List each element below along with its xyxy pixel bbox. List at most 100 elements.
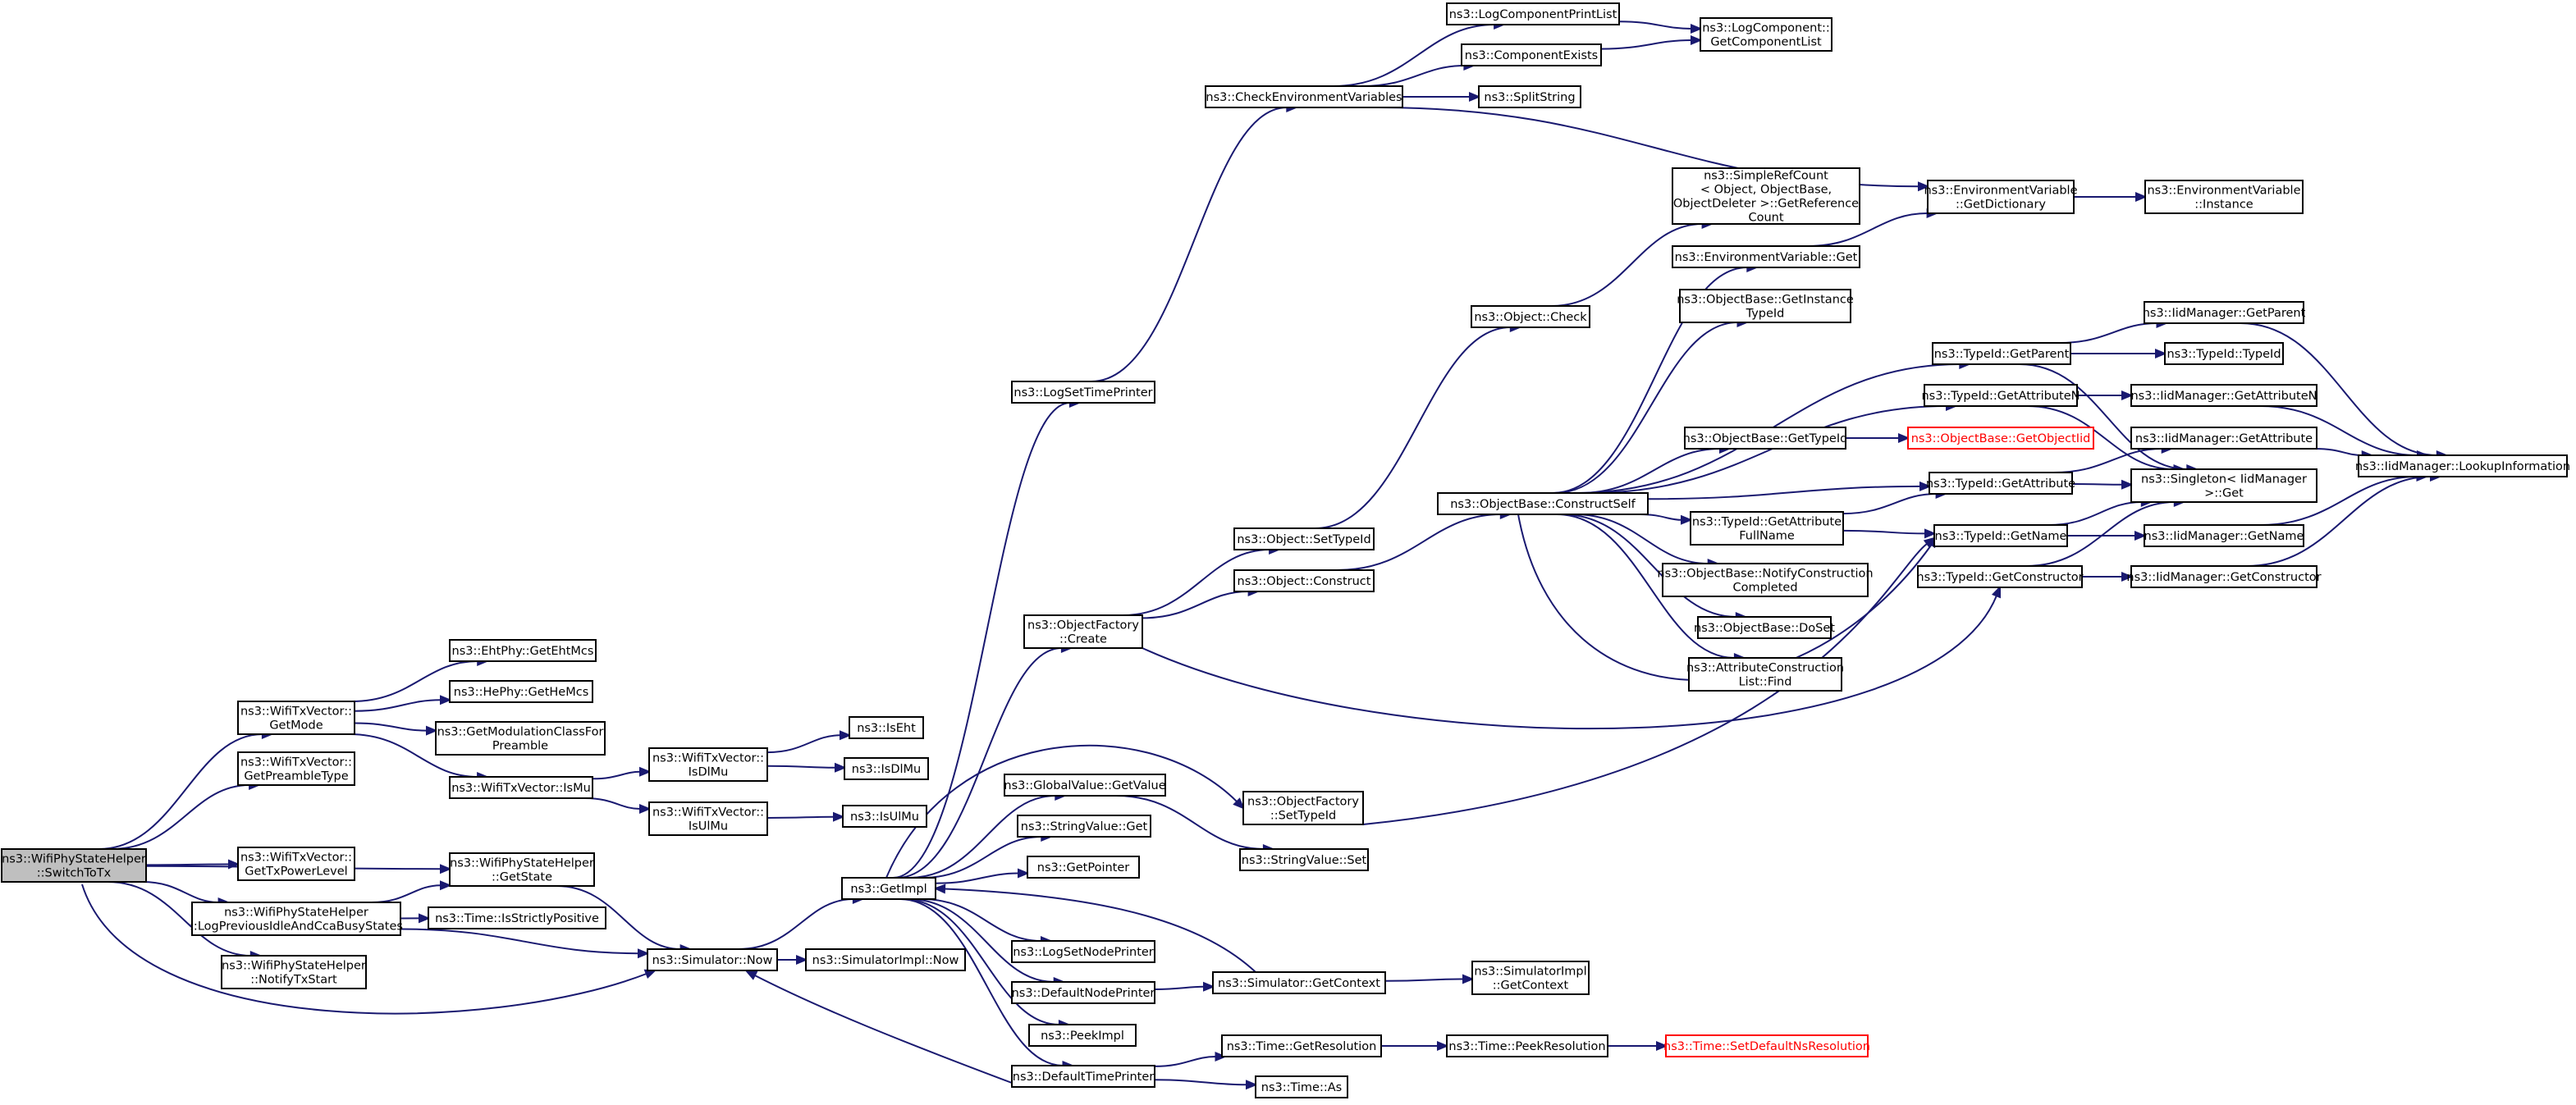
- node-LogSetNodePrinter[interactable]: ns3::LogSetNodePrinter: [1011, 940, 1155, 963]
- edge-CheckEnv-to-SplitString: [1402, 92, 1481, 102]
- node-TIGetParent[interactable]: ns3::TypeId::GetParent: [1932, 342, 2071, 365]
- node-EnvVarGet[interactable]: ns3::EnvironmentVariable::Get: [1672, 245, 1860, 268]
- node-EnvVarGetDict[interactable]: ns3::EnvironmentVariable::GetDictionary: [1924, 180, 2078, 214]
- edge-line: [351, 660, 478, 702]
- node-IMGetName[interactable]: ns3::IidManager::GetName: [2144, 524, 2304, 547]
- node-LogSetTimePrinter[interactable]: ns3::LogSetTimePrinter: [1011, 381, 1155, 404]
- edge-line: [1842, 529, 1926, 535]
- node-label: ns3::EnvironmentVariable::Get: [1675, 251, 1858, 264]
- node-OBNotifyConstr[interactable]: ns3::ObjectBase::NotifyConstructionCompl…: [1657, 563, 1874, 597]
- node-PeekImpl[interactable]: ns3::PeekImpl: [1028, 1024, 1137, 1047]
- node-ObjSetTypeId[interactable]: ns3::Object::SetTypeId: [1233, 527, 1375, 550]
- node-SplitString[interactable]: ns3::SplitString: [1478, 85, 1581, 108]
- node-TimeSetDefNs[interactable]: ns3::Time::SetDefaultNsResolution: [1663, 1034, 1870, 1057]
- node-OBDoSet[interactable]: ns3::ObjectBase::DoSet: [1694, 616, 1835, 639]
- node-box: [237, 847, 355, 881]
- node-label: ns3::SimulatorImpl::Now: [812, 954, 959, 967]
- node-DefaultNodePrinter[interactable]: ns3::DefaultNodePrinter: [1011, 981, 1155, 1004]
- node-SimImplNow[interactable]: ns3::SimulatorImpl::Now: [805, 948, 966, 971]
- node-TITypeId[interactable]: ns3::TypeId::TypeId: [2164, 342, 2284, 365]
- node-IMGetAttributeN[interactable]: ns3::IidManager::GetAttributeN: [2130, 384, 2317, 407]
- node-IMGetConstructor[interactable]: ns3::IidManager::GetConstructor: [2126, 565, 2322, 588]
- node-EnvVarInstance[interactable]: ns3::EnvironmentVariable::Instance: [2144, 180, 2304, 214]
- edge-line: [2053, 448, 2162, 473]
- node-TIGetAttributeN[interactable]: ns3::TypeId::GetAttributeN: [1921, 384, 2080, 407]
- node-GetEhtMcs[interactable]: ns3::EhtPhy::GetEhtMcs: [449, 639, 597, 662]
- node-GetPointer[interactable]: ns3::GetPointer: [1027, 856, 1140, 879]
- edge-DefaultTimePrinter-to-TimeAs: [1154, 1079, 1258, 1090]
- node-SimGetContext[interactable]: ns3::Simulator::GetContext: [1212, 971, 1386, 994]
- node-ObjFactCreate[interactable]: ns3::ObjectFactory::Create: [1023, 614, 1143, 649]
- node-CompExists[interactable]: ns3::ComponentExists: [1461, 43, 1602, 66]
- node-LogPrevious[interactable]: ns3::WifiPhyStateHelper::LogPreviousIdle…: [190, 902, 403, 936]
- node-label: ns3::ObjectBase::DoSet: [1694, 622, 1835, 635]
- arrowhead: [1898, 433, 1910, 443]
- node-GetMode[interactable]: ns3::WifiTxVector::GetMode: [237, 701, 355, 735]
- node-LogCompGetList[interactable]: ns3::LogComponent::GetComponentList: [1700, 17, 1832, 52]
- node-IMGetParent[interactable]: ns3::IidManager::GetParent: [2143, 301, 2306, 324]
- node-GetHeMcs[interactable]: ns3::HePhy::GetHeMcs: [449, 680, 593, 703]
- node-IsDlMuV[interactable]: ns3::WifiTxVector::IsDlMu: [648, 747, 768, 782]
- edge-line: [1116, 795, 1264, 850]
- node-TimeAs[interactable]: ns3::Time::As: [1255, 1075, 1348, 1098]
- node-TIGetConstructor[interactable]: ns3::TypeId::GetConstructor: [1916, 565, 2084, 588]
- node-SimNow[interactable]: ns3::Simulator::Now: [647, 948, 778, 971]
- node-label: ns3::IidManager::GetConstructor: [2126, 571, 2321, 584]
- node-label: ns3::IsUlMu: [850, 810, 919, 824]
- node-GetState[interactable]: ns3::WifiPhyStateHelper::GetState: [449, 852, 595, 887]
- node-NotifyTxStart[interactable]: ns3::WifiPhyStateHelper::NotifyTxStart: [221, 955, 367, 989]
- node-label: ns3::IidManager::GetAttribute: [2135, 432, 2313, 445]
- edge-line: [1142, 595, 1997, 730]
- node-OBGetTypeId[interactable]: ns3::ObjectBase::GetTypeId: [1683, 427, 1848, 450]
- node-SimImplGetCtx[interactable]: ns3::SimulatorImpl::GetContext: [1471, 961, 1590, 995]
- node-OBGetObjectIid[interactable]: ns3::ObjectBase::GetObjectIid: [1907, 427, 2094, 450]
- edge-TimePeekRes-to-TimeSetDefNs: [1608, 1041, 1668, 1051]
- node-GVGetValue[interactable]: ns3::GlobalValue::GetValue: [1004, 774, 1166, 797]
- node-IsStrictlyPositive[interactable]: ns3::Time::IsStrictlyPositive: [428, 906, 606, 929]
- node-OBConstructSelf[interactable]: ns3::ObjectBase::ConstructSelf: [1437, 492, 1649, 515]
- node-DefaultTimePrinter[interactable]: ns3::DefaultTimePrinter: [1011, 1065, 1155, 1088]
- arrowhead: [2134, 531, 2147, 541]
- node-IsUlMuV[interactable]: ns3::WifiTxVector::IsUlMu: [648, 801, 768, 836]
- node-TIGetName[interactable]: ns3::TypeId::GetName: [1933, 524, 2068, 547]
- node-box: [1697, 616, 1832, 639]
- node-SVGet[interactable]: ns3::StringValue::Get: [1017, 815, 1151, 838]
- node-OFSetTypeId[interactable]: ns3::ObjectFactory::SetTypeId: [1242, 791, 1364, 825]
- arrowhead: [1018, 868, 1030, 879]
- edge-line: [2048, 501, 2142, 526]
- node-SVSet[interactable]: ns3::StringValue::Set: [1239, 848, 1369, 871]
- node-box: [1205, 85, 1403, 108]
- node-SingletonGet[interactable]: ns3::Singleton< IidManager>::Get: [2130, 468, 2317, 503]
- node-GetTxPowerLevel[interactable]: ns3::WifiTxVector::GetTxPowerLevel: [237, 847, 355, 881]
- node-label: ns3::IidManager::GetName: [2144, 530, 2304, 543]
- edge-GetMode-to-GetModClass: [354, 722, 438, 736]
- edge-IsMu-to-IsDlMuV: [592, 766, 652, 780]
- node-IMLookupInfo[interactable]: ns3::IidManager::LookupInformation: [2355, 454, 2570, 477]
- edge-DefaultTimePrinter-to-TimeGetRes: [1154, 1052, 1228, 1067]
- node-GetPreambleType[interactable]: ns3::WifiTxVector::GetPreambleType: [237, 751, 355, 786]
- node-ObjConstruct[interactable]: ns3::Object::Construct: [1233, 569, 1375, 592]
- node-GetImpl[interactable]: ns3::GetImpl: [841, 877, 936, 900]
- node-IMGetAttribute[interactable]: ns3::IidManager::GetAttribute: [2130, 427, 2317, 450]
- node-SimpleRefCount[interactable]: ns3::SimpleRefCount< Object, ObjectBase,…: [1672, 167, 1860, 225]
- arrowhead: [835, 762, 847, 773]
- node-IsMu[interactable]: ns3::WifiTxVector::IsMu: [449, 776, 593, 799]
- edge-line: [584, 797, 641, 810]
- node-CheckEnv[interactable]: ns3::CheckEnvironmentVariables: [1205, 85, 1403, 108]
- node-label: ns3::HePhy::GetHeMcs: [454, 686, 589, 699]
- node-IsEht[interactable]: ns3::IsEht: [849, 716, 924, 739]
- node-ObjCheck[interactable]: ns3::Object::Check: [1471, 305, 1590, 328]
- node-label: ns3::IidManager::LookupInformation: [2355, 460, 2570, 473]
- edge-line: [349, 733, 478, 778]
- edge-line: [1842, 493, 1937, 515]
- node-TimePeekRes[interactable]: ns3::Time::PeekResolution: [1446, 1034, 1608, 1057]
- node-IsUlMu[interactable]: ns3::IsUlMu: [842, 805, 927, 828]
- node-TIGetAttribute[interactable]: ns3::TypeId::GetAttribute: [1926, 472, 2075, 495]
- node-LogCompPrintList[interactable]: ns3::LogComponentPrintList: [1446, 2, 1620, 25]
- node-TimeGetRes[interactable]: ns3::Time::GetResolution: [1221, 1034, 1382, 1057]
- node-IsDlMu[interactable]: ns3::IsDlMu: [844, 757, 929, 780]
